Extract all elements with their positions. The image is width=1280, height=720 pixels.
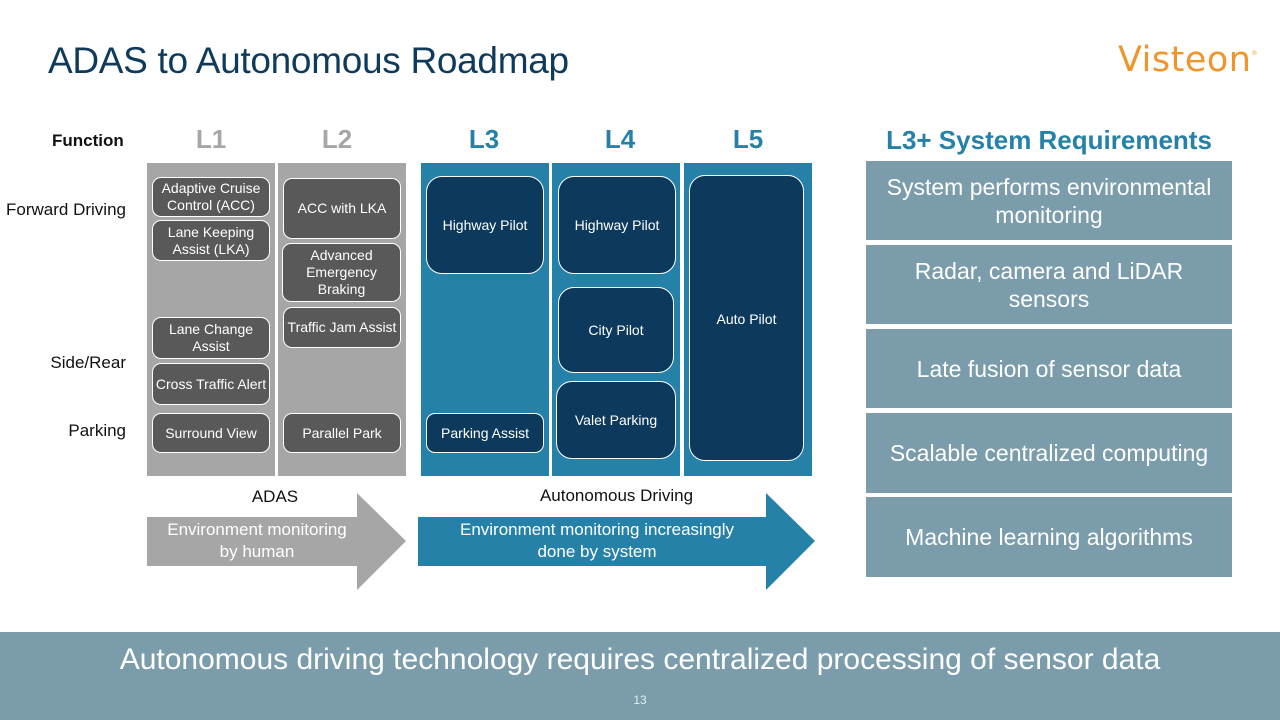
level-column-l4: Highway Pilot City Pilot Valet Parking: [552, 163, 680, 476]
requirement-item: System performs environmental monitoring: [866, 161, 1232, 240]
slide-title: ADAS to Autonomous Roadmap: [48, 40, 569, 81]
feature-box-lka: Lane Keeping Assist (LKA): [152, 220, 270, 261]
autonomous-arrow-shape: [418, 493, 815, 590]
autonomous-arrow-line1: Environment monitoring increasingly: [459, 520, 735, 539]
level-header-l3: L3: [468, 124, 500, 154]
adas-arrow-text: Environment monitoring by human: [147, 519, 367, 563]
feature-box-valet-parking: Valet Parking: [556, 381, 676, 459]
row-label-forward-driving: Forward Driving: [6, 200, 126, 219]
adas-arrow-line1: Environment monitoring: [167, 520, 347, 539]
autonomous-arrow-text: Environment monitoring increasingly done…: [418, 519, 776, 563]
level-column-l1: Adaptive Cruise Control (ACC) Lane Keepi…: [147, 163, 275, 476]
group-label-adas: ADAS: [251, 487, 299, 506]
visteon-logo: Visteon®: [1118, 40, 1258, 80]
level-column-l5: Auto Pilot: [684, 163, 812, 476]
page-number: 13: [633, 693, 647, 707]
requirement-item: Machine learning algorithms: [866, 497, 1232, 577]
level-header-l2: L2: [321, 124, 353, 154]
requirement-item: Radar, camera and LiDAR sensors: [866, 245, 1232, 324]
feature-box-advanced-emergency-braking: Advanced Emergency Braking: [282, 243, 401, 302]
level-header-l4: L4: [604, 124, 636, 154]
group-label-autonomous-driving: Autonomous Driving: [539, 486, 694, 505]
autonomous-arrow-line2: done by system: [537, 542, 657, 561]
adas-arrow: [147, 493, 406, 590]
requirement-item: Late fusion of sensor data: [866, 329, 1232, 408]
feature-box-traffic-jam-assist: Traffic Jam Assist: [283, 307, 401, 348]
feature-box-acc-with-lka: ACC with LKA: [283, 178, 401, 239]
adas-arrow-shape: [147, 493, 406, 590]
function-header: Function: [52, 131, 124, 150]
feature-box-parking-assist: Parking Assist: [426, 413, 544, 453]
requirement-item: Scalable centralized computing: [866, 413, 1232, 493]
feature-box-parallel-park: Parallel Park: [283, 413, 401, 453]
row-label-side-rear: Side/Rear: [50, 353, 126, 372]
row-label-parking: Parking: [68, 421, 126, 440]
autonomous-arrow: [418, 493, 815, 590]
feature-box-city-pilot: City Pilot: [558, 287, 674, 373]
feature-box-auto-pilot: Auto Pilot: [689, 175, 804, 461]
feature-box-highway-pilot-l3: Highway Pilot: [426, 176, 544, 274]
feature-box-lane-change-assist: Lane Change Assist: [152, 317, 270, 359]
adas-arrow-line2: by human: [219, 542, 295, 561]
feature-box-surround-view: Surround View: [152, 413, 270, 453]
level-column-l2: ACC with LKA Advanced Emergency Braking …: [278, 163, 406, 476]
bottom-banner: [0, 632, 1280, 720]
level-column-l3: Highway Pilot Parking Assist: [421, 163, 549, 476]
registered-mark-icon: ®: [1251, 50, 1258, 57]
requirements-title: L3+ System Requirements: [886, 125, 1212, 155]
feature-box-acc: Adaptive Cruise Control (ACC): [152, 177, 270, 217]
logo-text: Visteon: [1118, 40, 1252, 80]
feature-box-cross-traffic-alert: Cross Traffic Alert: [152, 363, 270, 405]
level-header-l1: L1: [195, 124, 227, 154]
level-header-l5: L5: [732, 124, 764, 154]
feature-box-highway-pilot-l4: Highway Pilot: [558, 176, 676, 274]
banner-text: Autonomous driving technology requires c…: [119, 643, 1161, 676]
